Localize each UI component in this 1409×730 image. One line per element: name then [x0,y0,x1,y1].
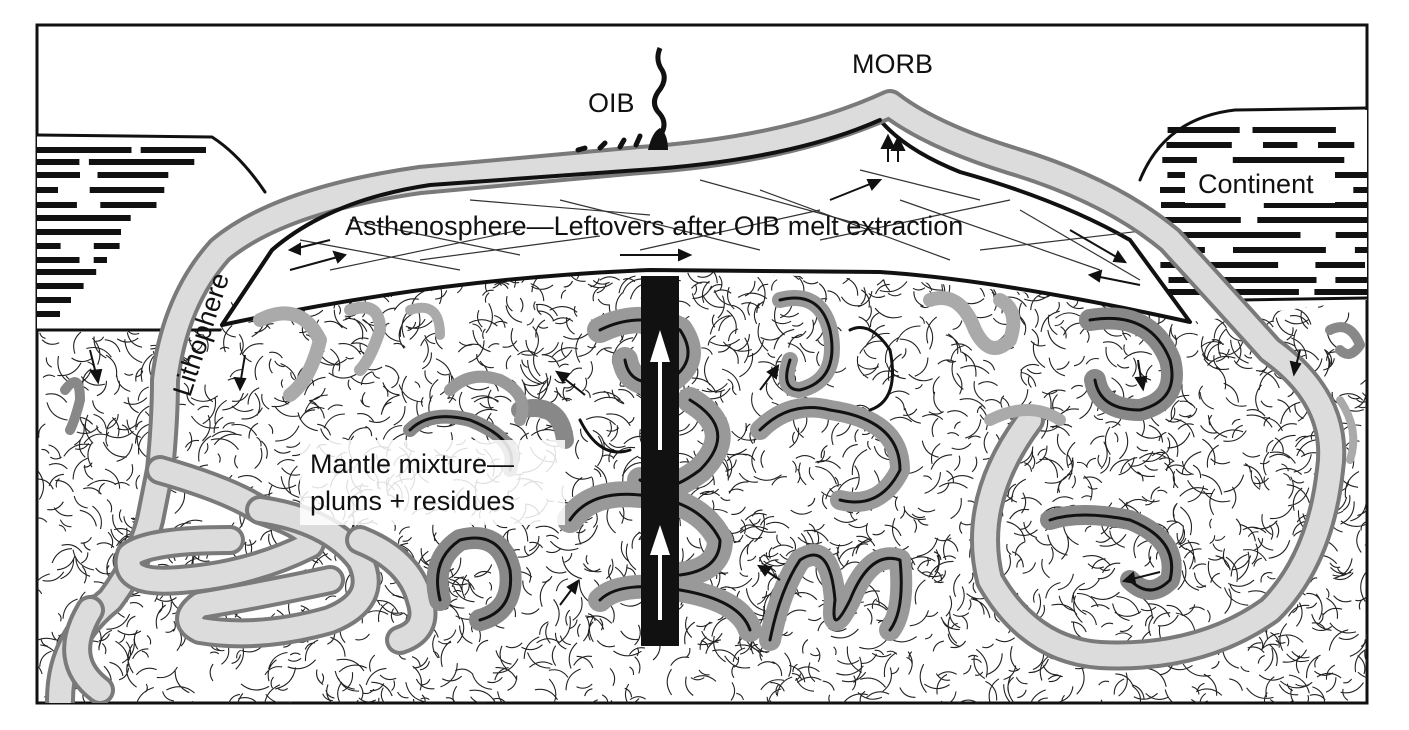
plume-conduit [641,276,679,646]
left-continent-strata [37,147,206,317]
lithosphere-base [220,118,882,327]
asthenosphere-flow-lines [299,169,1151,281]
lithosphere-band [45,89,1347,703]
oib-eruption [575,47,668,153]
continent-label: Continent [1198,169,1314,199]
ridge-upwelling-arrows [880,133,906,162]
mantle-flow-arrows [89,349,1302,606]
subducted-slab-left [62,455,438,703]
mantle-label-line1: Mantle mixture— [310,449,514,479]
mantle-label-line2: plums + residues [310,486,515,516]
mantle-label-backdrop [300,440,565,525]
asthenosphere-label: Asthenosphere—Leftovers after OIB melt e… [345,211,963,241]
left-continent [37,133,267,332]
right-continent [1138,106,1367,302]
asthenosphere-arrows [287,179,1141,286]
oib-label: OIB [588,88,635,118]
morb-label: MORB [852,49,933,79]
